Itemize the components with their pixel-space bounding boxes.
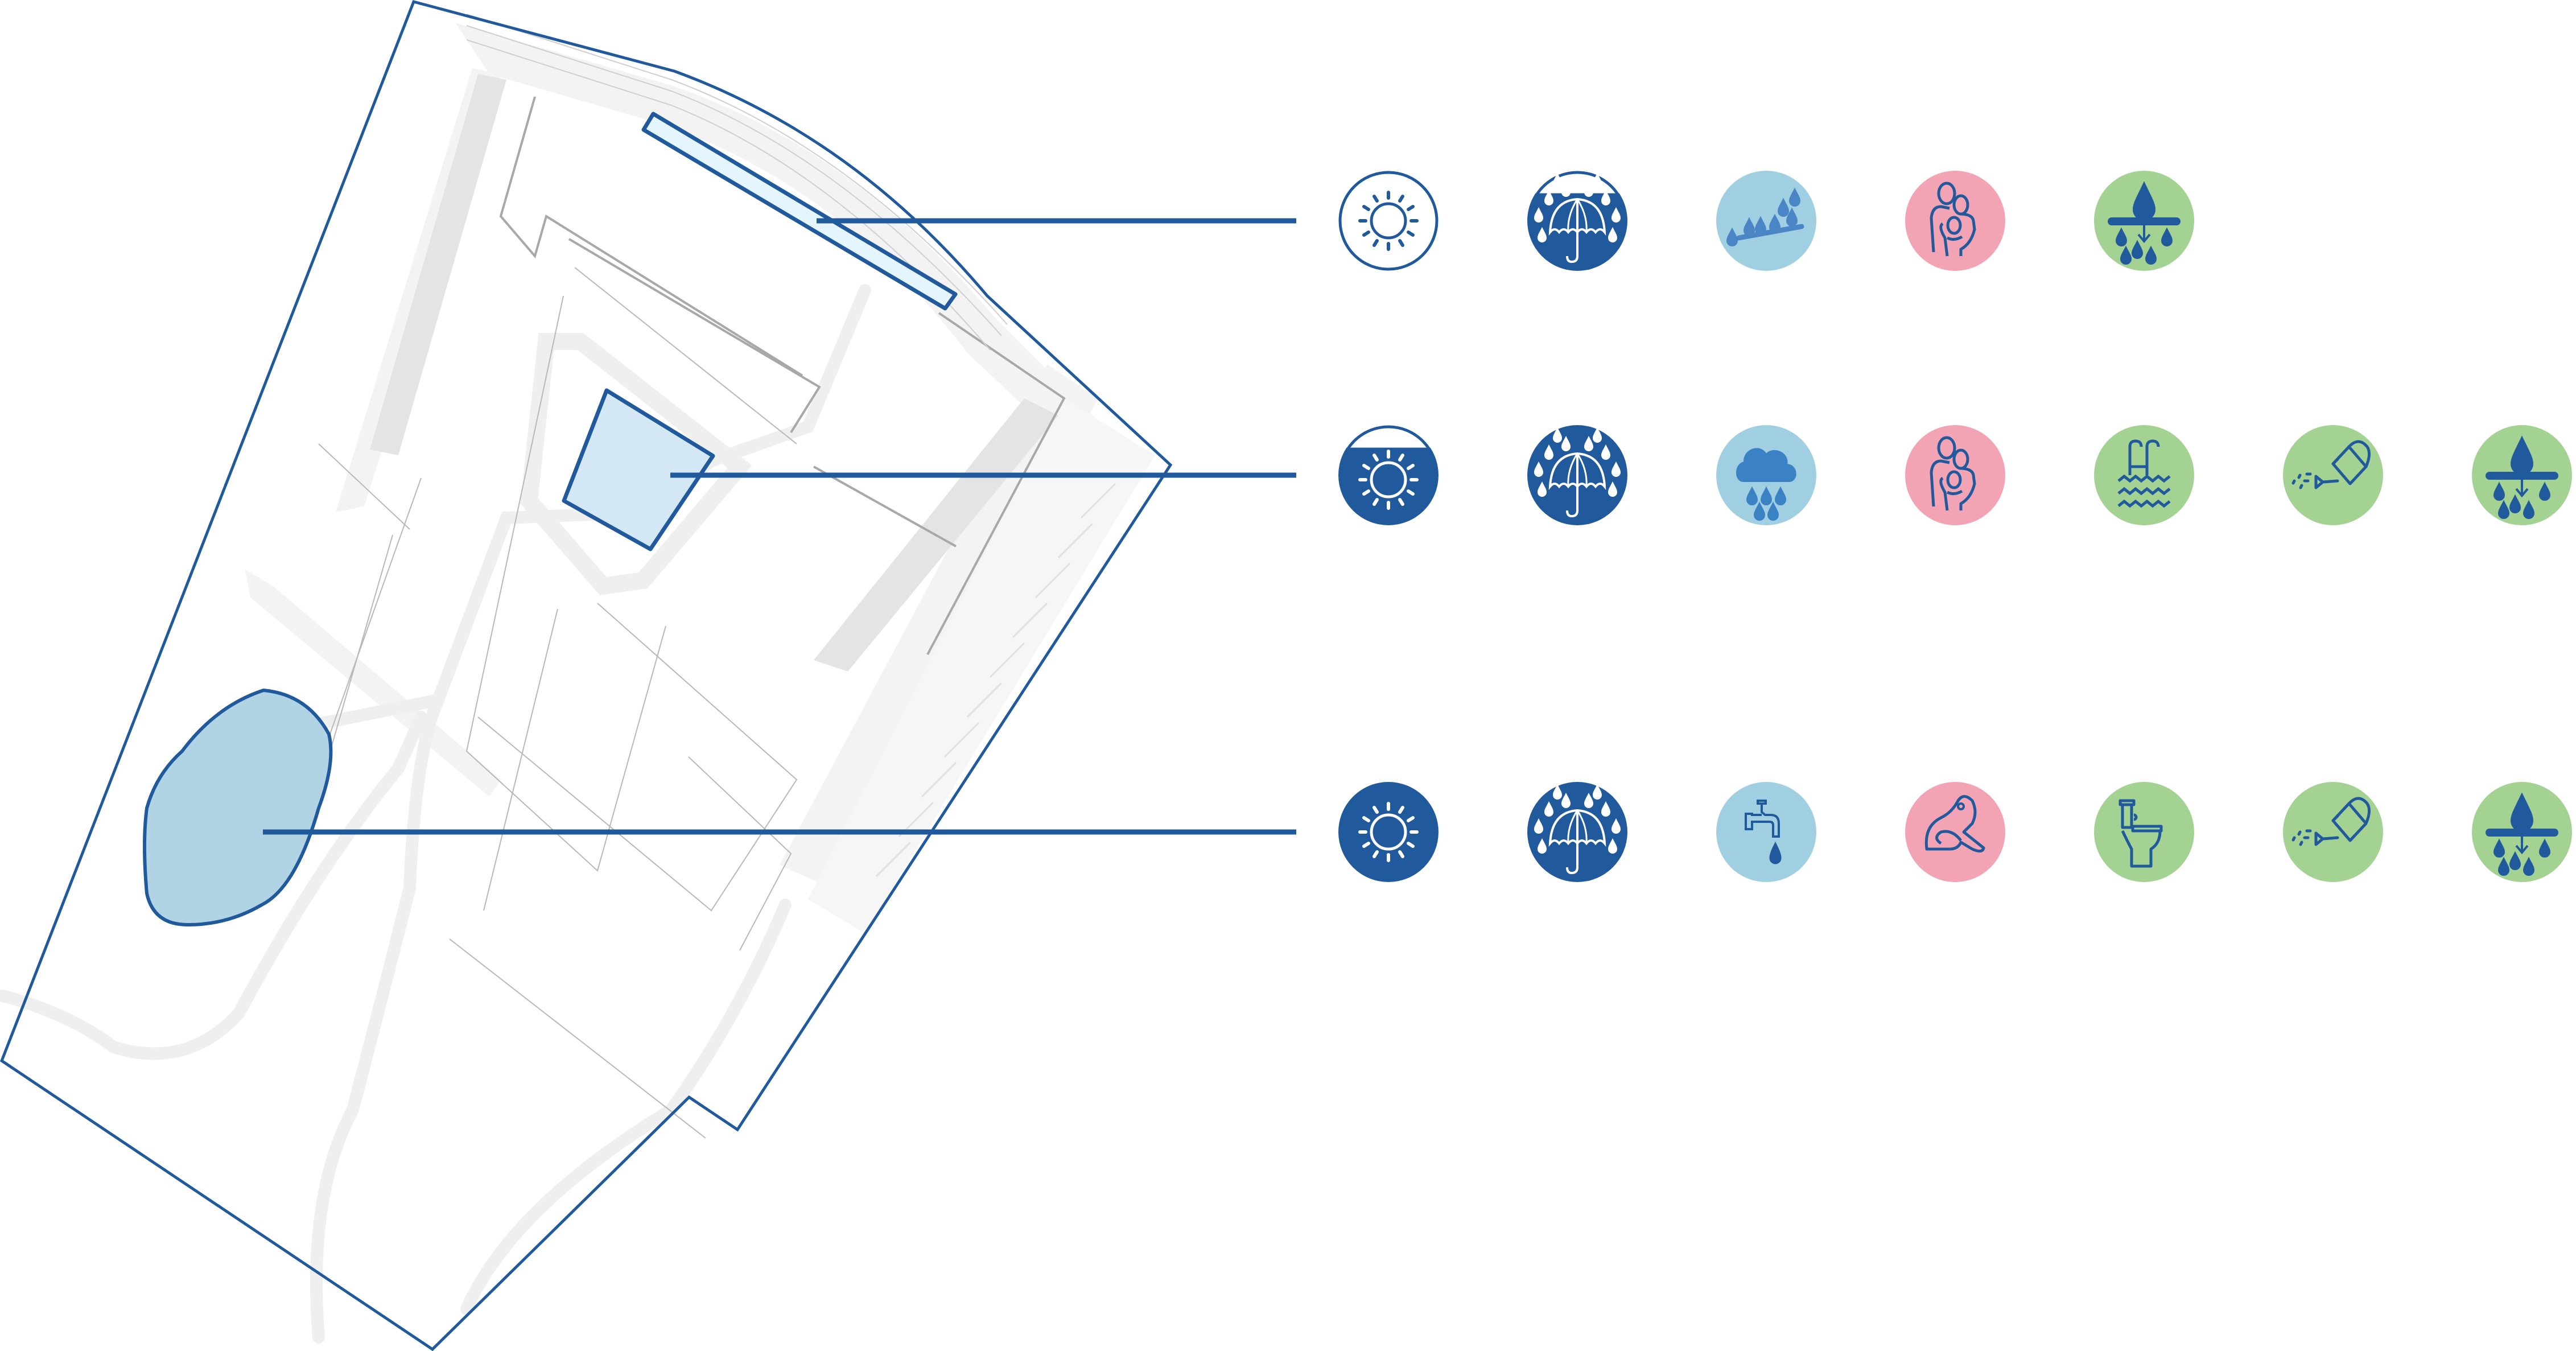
- infiltration-icon: [2472, 425, 2572, 525]
- building-thin-lines: [301, 267, 798, 1139]
- site-boundary: [0, 0, 1173, 1351]
- frog-icon: [1905, 782, 2005, 882]
- family-icon: [1905, 171, 2005, 271]
- icon-row-courtyard-basin: [1338, 425, 2572, 525]
- icon-rows: [1338, 171, 2572, 882]
- sun-partial-icon: [1338, 425, 1439, 525]
- sun-icon: [1338, 782, 1439, 882]
- sun-outline-icon: [1338, 171, 1439, 271]
- watering-can-icon: [2283, 425, 2383, 525]
- water-tap-icon: [1716, 782, 1816, 882]
- site-map: [0, 0, 1173, 1351]
- rain-cloud-icon: [1716, 425, 1816, 525]
- icon-row-green-roof: [1338, 171, 2194, 271]
- icon-row-pond: [1338, 782, 2572, 882]
- family-icon: [1905, 425, 2005, 525]
- infiltration-icon: [2094, 171, 2194, 271]
- parking-bays: [875, 483, 1116, 878]
- icon-badge: [2283, 425, 2383, 525]
- icon-badge: [2283, 782, 2383, 882]
- leader-lines: [263, 218, 1296, 835]
- icon-badge: [1716, 171, 1816, 271]
- site-boundary-fill: [2, 2, 1170, 1349]
- watering-can-icon: [2283, 782, 2383, 882]
- courtyard-basin: [562, 388, 715, 551]
- icon-badge: [1905, 782, 2005, 882]
- umbrella-rain-icon: [1527, 171, 1627, 271]
- icon-badge: [1716, 782, 1816, 882]
- toilet-icon: [2094, 782, 2194, 882]
- infiltration-icon: [2472, 782, 2572, 882]
- pond: [143, 688, 333, 927]
- sloped-rain-runoff-icon: [1716, 171, 1816, 271]
- icon-badge: [1338, 782, 1439, 882]
- building-outlines: [499, 96, 1066, 655]
- icon-badge: [1905, 171, 2005, 271]
- green-roof-channel: [641, 112, 958, 311]
- swimming-pool-icon: [2094, 425, 2194, 525]
- umbrella-rain-icon: [1527, 425, 1627, 525]
- icon-badge: [2094, 425, 2194, 525]
- umbrella-rain-icon: [1527, 782, 1627, 882]
- water-level-fill: [1338, 447, 1439, 525]
- icon-badge: [1338, 171, 1439, 271]
- icon-badge: [1905, 425, 2005, 525]
